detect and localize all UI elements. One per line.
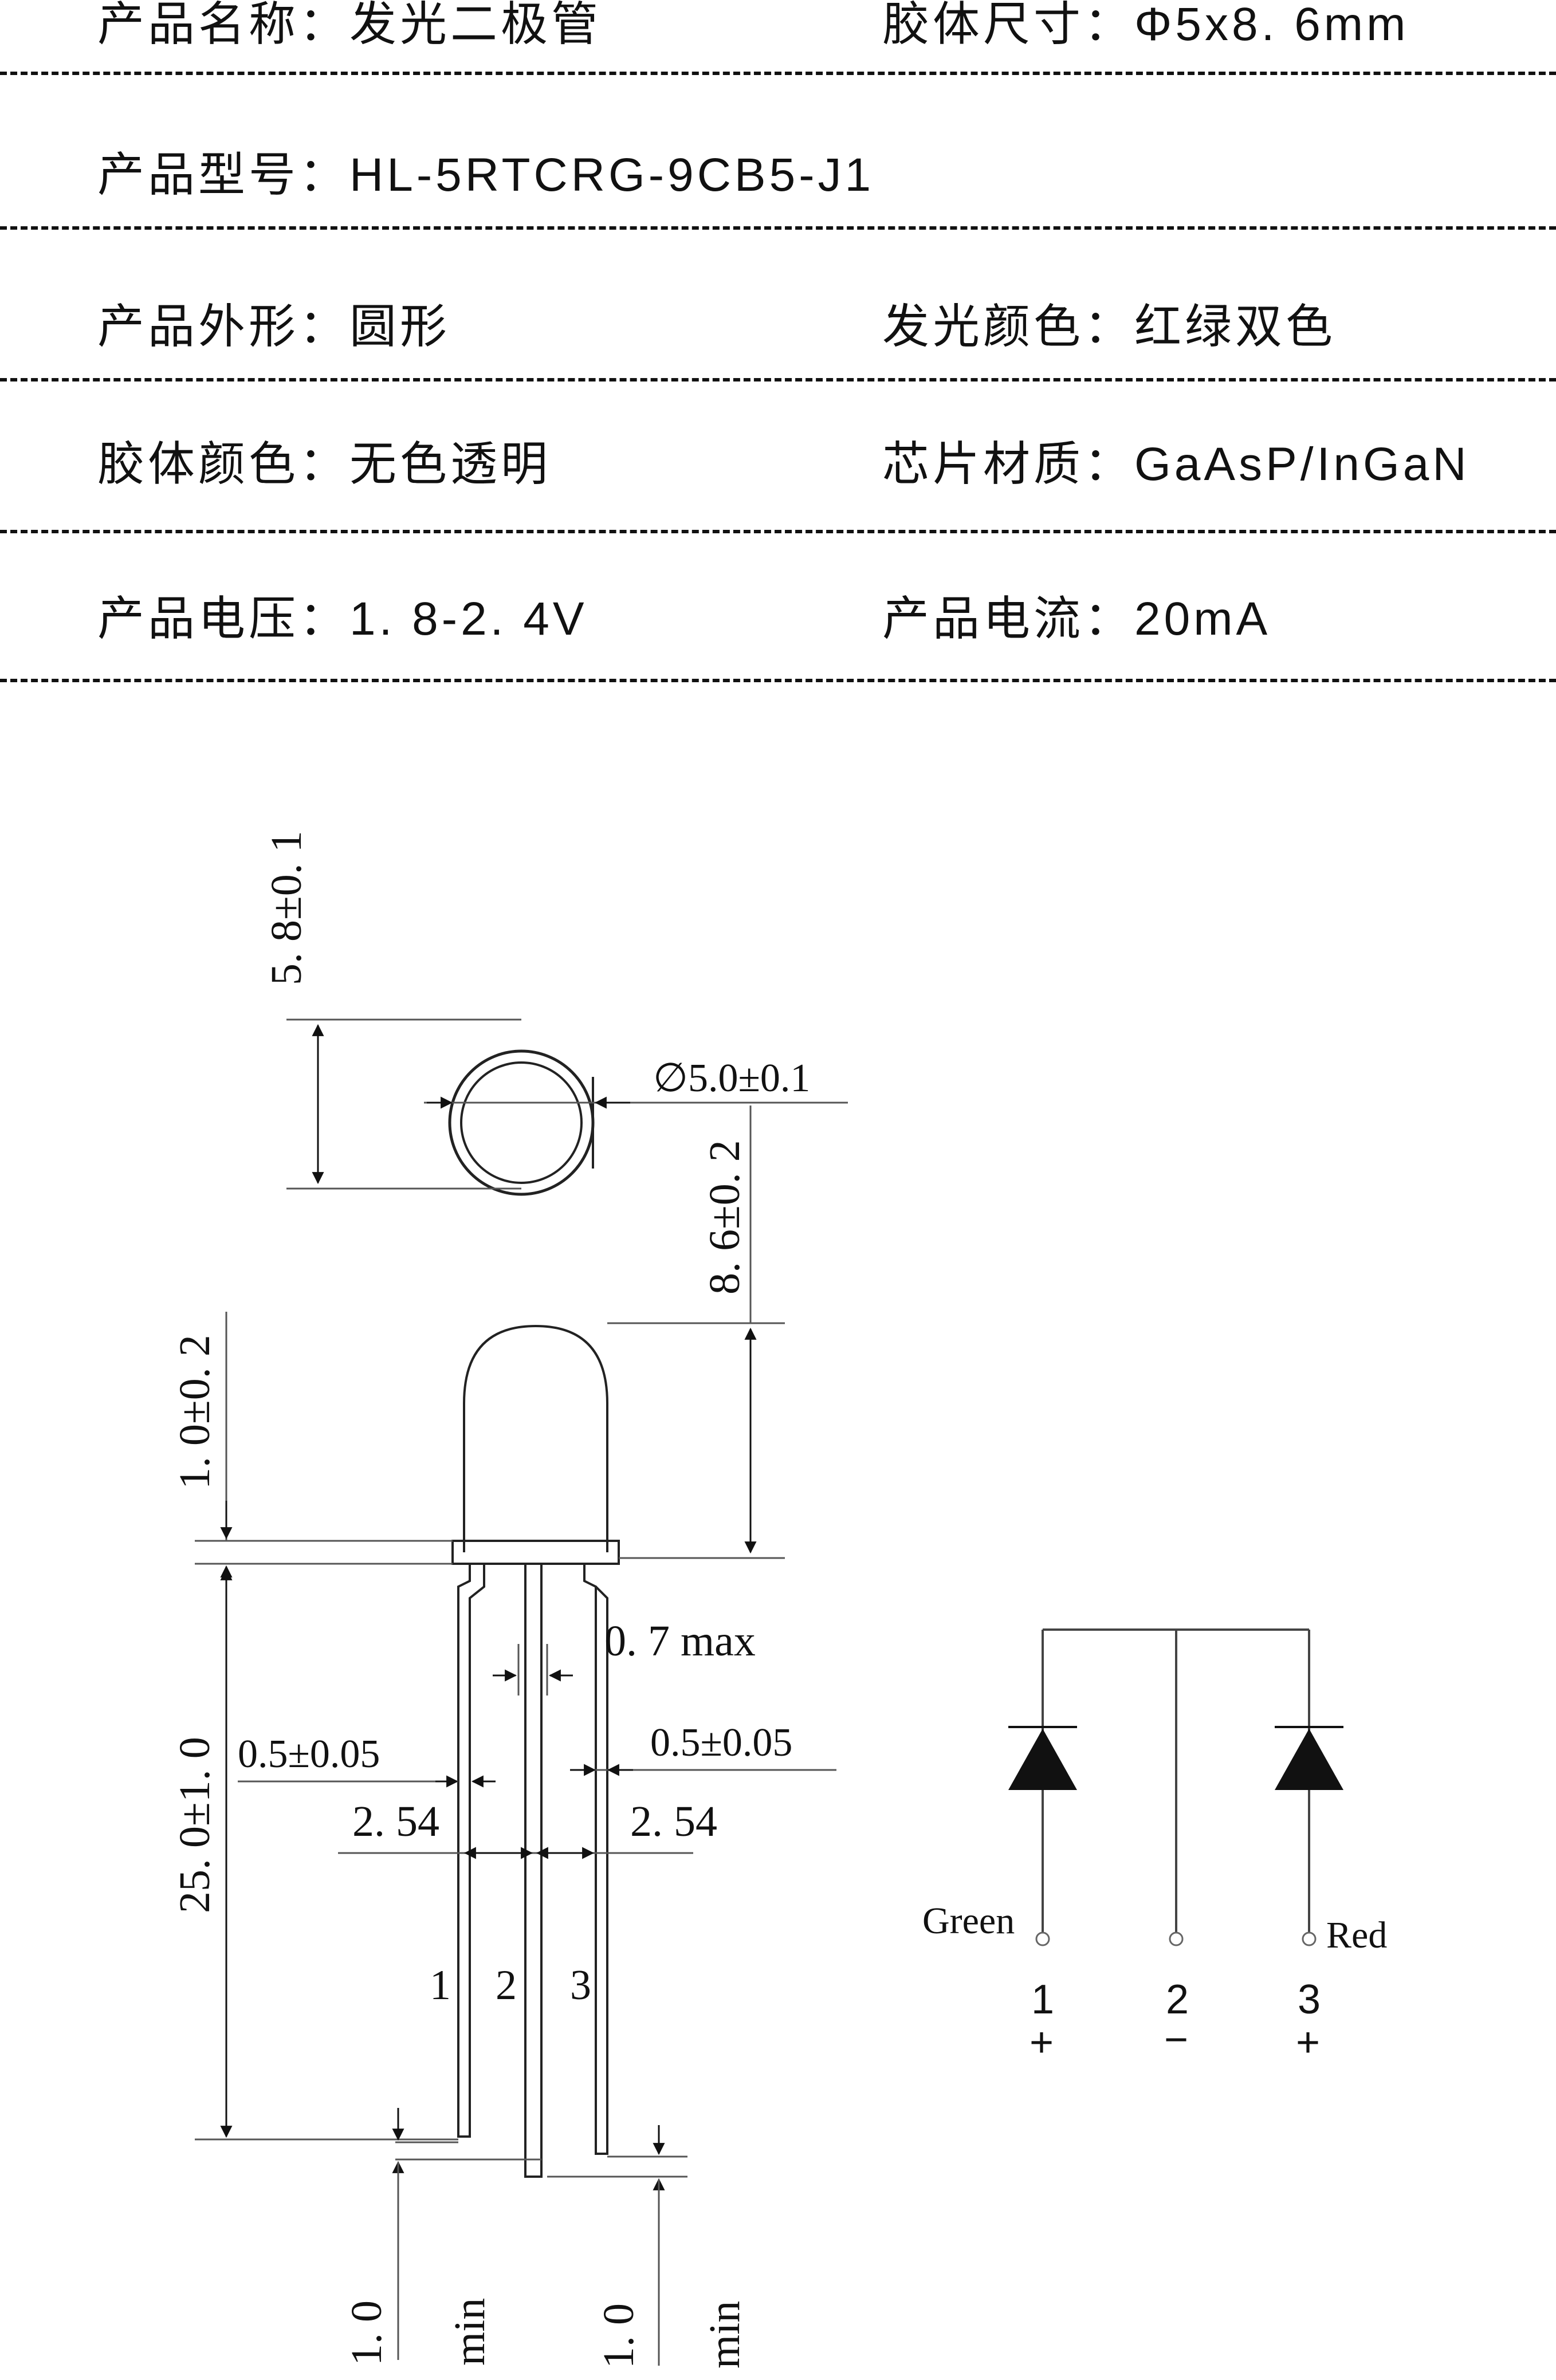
dim-diameter: ∅5.0±0.1	[653, 1056, 810, 1100]
diode-red-icon	[1275, 1729, 1343, 1790]
dim-flange: 1. 0±0. 2	[171, 1335, 219, 1489]
spec-row-lens: 胶体颜色：无色透明 芯片材质：GaAsP/InGaN	[0, 441, 1556, 590]
dim-min-left-value: 1. 0	[343, 2300, 391, 2366]
spec-row-shape: 产品外形：圆形 发光颜色：红绿双色	[0, 304, 1556, 453]
led-lens	[463, 1324, 608, 1552]
dim-min-right-unit: min	[701, 2301, 749, 2369]
terminal-3	[1302, 1931, 1317, 1946]
label-green: Green	[922, 1900, 1015, 1942]
spec-chip-material: 芯片材质：GaAsP/InGaN	[882, 438, 1470, 490]
dim-lead-width-left: 0.5±0.05	[238, 1732, 380, 1776]
polarity-pin-3: +	[1296, 2020, 1320, 2066]
schematic-pin-1: 1	[1031, 1977, 1054, 2023]
schematic	[1008, 1628, 1343, 1946]
spec-row-name: 产品名称：发光二极管 胶体尺寸：Φ5x8. 6mm	[0, 0, 1556, 149]
spec-product-model: 产品型号：HL-5RTCRG-9CB5-J1	[97, 149, 875, 201]
divider	[0, 530, 1556, 533]
spec-row-electrical: 产品电压：1. 8-2. 4V 产品电流：20mA	[0, 596, 1556, 745]
lead-1	[457, 1564, 485, 2138]
led-flange	[451, 1540, 620, 1565]
pin-label-3: 3	[570, 1962, 591, 2009]
spec-emit-color: 发光颜色：红绿双色	[882, 301, 1337, 353]
label-red: Red	[1326, 1914, 1387, 1956]
dim-body-height: 8. 6±0. 2	[701, 1140, 749, 1295]
dim-top-height: 5. 8±0. 1	[262, 831, 311, 985]
dim-lead-length: 25. 0±1. 0	[171, 1737, 219, 1913]
dim-lead-max: 0. 7 max	[604, 1617, 756, 1665]
spec-product-shape: 产品外形：圆形	[97, 301, 451, 353]
spec-current: 产品电流：20mA	[882, 593, 1271, 645]
diode-green-icon	[1008, 1729, 1077, 1790]
lead-2	[524, 1564, 543, 2178]
dim-min-right-value: 1. 0	[595, 2303, 643, 2369]
side-view	[195, 1106, 836, 2366]
divider	[0, 72, 1556, 75]
pin-label-2: 2	[496, 1962, 517, 2009]
spec-row-model: 产品型号：HL-5RTCRG-9CB5-J1	[0, 152, 1556, 301]
divider	[0, 378, 1556, 381]
dim-min-left-unit: min	[446, 2298, 494, 2366]
terminal-2	[1169, 1931, 1184, 1946]
top-view	[286, 1018, 848, 1196]
terminal-1	[1035, 1931, 1050, 1946]
schematic-pin-2: 2	[1166, 1977, 1189, 2023]
spec-body-size: 胶体尺寸：Φ5x8. 6mm	[882, 0, 1409, 50]
top-view-inner-circle	[460, 1061, 583, 1184]
polarity-pin-1: +	[1030, 2020, 1054, 2066]
divider	[0, 679, 1556, 682]
spec-voltage: 产品电压：1. 8-2. 4V	[97, 593, 588, 645]
top-view-outer-circle	[448, 1049, 595, 1196]
spec-lens-color: 胶体颜色：无色透明	[97, 438, 552, 490]
spec-product-name: 产品名称：发光二极管	[97, 0, 602, 50]
schematic-pin-3: 3	[1298, 1977, 1321, 2023]
dim-lead-width-right: 0.5±0.05	[650, 1721, 792, 1765]
polarity-pin-2: −	[1164, 2017, 1188, 2063]
spec-table: 产品名称：发光二极管 胶体尺寸：Φ5x8. 6mm 产品型号：HL-5RTCRG…	[0, 0, 1556, 722]
dim-pitch-right: 2. 54	[630, 1797, 717, 1846]
lead-3	[583, 1564, 608, 2155]
pin-label-1: 1	[430, 1962, 451, 2009]
dim-pitch-left: 2. 54	[352, 1797, 439, 1846]
divider	[0, 226, 1556, 230]
